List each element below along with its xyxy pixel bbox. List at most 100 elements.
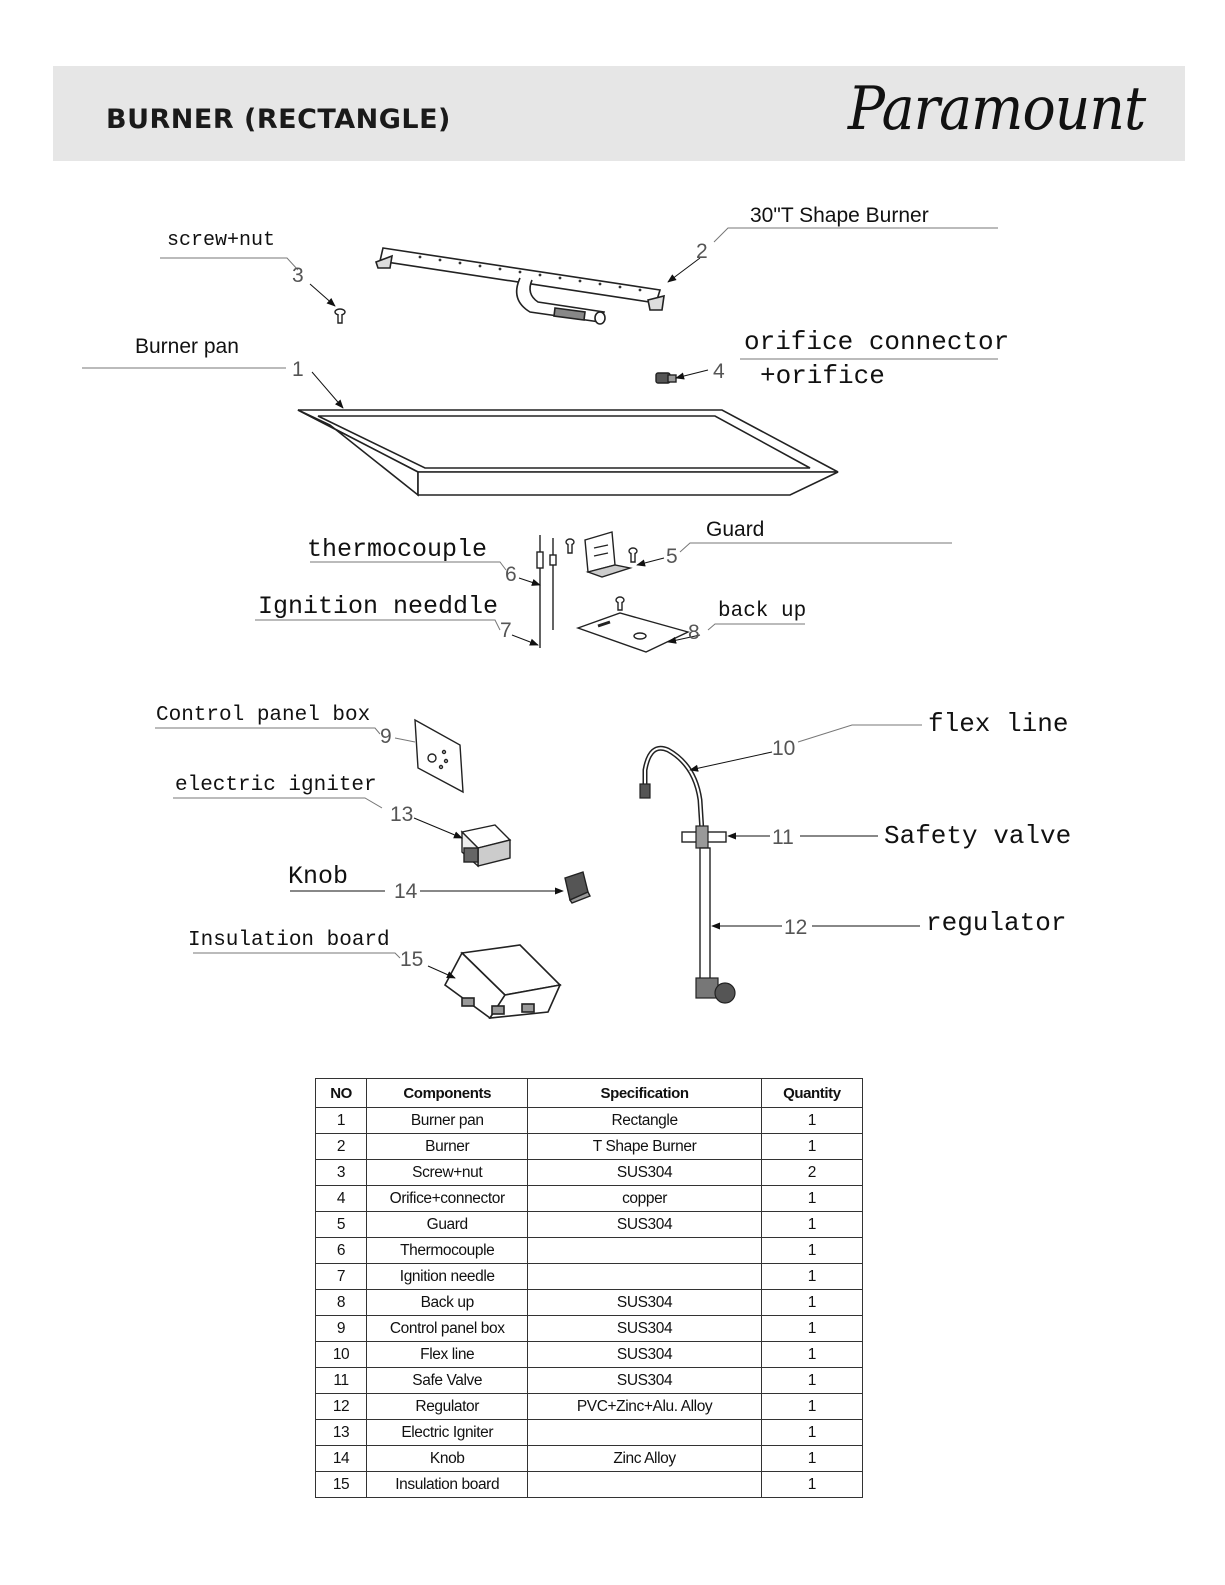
cell-specification: Zinc Alloy [527,1445,762,1472]
cell-component: Electric Igniter [366,1419,529,1446]
cell-specification: SUS304 [527,1315,762,1342]
callout-number: 13 [390,803,413,826]
back-up-plate-drawing [575,596,690,653]
cell-quantity: 1 [760,1367,864,1394]
cell-specification [527,1263,762,1290]
cell-specification: SUS304 [527,1341,762,1368]
cell-component: Insulation board [366,1471,529,1498]
cell-quantity: 1 [760,1419,864,1446]
cell-specification: T Shape Burner [527,1133,762,1160]
burner-pan-drawing [297,409,839,497]
burner-port-holes [418,255,642,292]
label-orifice-connector: orifice connector [744,327,1009,357]
callout-labels: Burner pan 30"T Shape Burner screw+nut o… [135,204,1071,952]
cell-quantity: 2 [760,1159,864,1186]
cell-specification [527,1419,762,1446]
orifice-connector-drawing [655,372,677,384]
cell-component: Regulator [366,1393,529,1420]
label-safety-valve: Safety valve [884,821,1071,851]
cell-quantity: 1 [760,1315,864,1342]
label-back-up: back up [718,600,806,623]
cell-component: Safe Valve [366,1367,529,1394]
cell-quantity: 1 [760,1341,864,1368]
cell-component: Control panel box [366,1315,529,1342]
cell-component: Burner [366,1133,529,1160]
callout-number: 3 [292,264,304,287]
label-regulator: regulator [926,908,1066,938]
cell-component: Thermocouple [366,1237,529,1264]
cell-no: 9 [314,1315,368,1342]
callout-number: 9 [380,725,392,748]
header-no: NO [314,1078,368,1108]
cell-quantity: 1 [760,1289,864,1316]
electric-igniter-drawing [460,824,512,868]
cell-specification: Rectangle [527,1107,762,1134]
callout-number: 1 [292,358,304,381]
label-t-shape-burner: 30"T Shape Burner [750,204,929,227]
cell-no: 2 [314,1133,368,1160]
cell-specification [527,1471,762,1498]
label-thermocouple: thermocouple [307,535,487,564]
gas-line-assembly-drawing [639,745,736,1004]
cell-no: 4 [314,1185,368,1212]
cell-component: Knob [366,1445,529,1472]
cell-component: Back up [366,1289,529,1316]
cell-quantity: 1 [760,1107,864,1134]
callout-number: 4 [713,360,725,383]
cell-no: 13 [314,1419,368,1446]
cell-specification: PVC+Zinc+Alu. Alloy [527,1393,762,1420]
cell-specification: SUS304 [527,1159,762,1186]
cell-component: Guard [366,1211,529,1238]
cell-no: 8 [314,1289,368,1316]
callout-numbers: 1 2 3 4 5 6 7 8 9 10 11 12 13 14 15 [292,240,807,971]
callout-number: 15 [400,948,423,971]
cell-specification: SUS304 [527,1211,762,1238]
control-panel-box-drawing [414,718,464,794]
cell-specification: SUS304 [527,1367,762,1394]
insulation-board-drawing [443,944,562,1020]
page-title: BURNER (RECTANGLE) [106,104,451,135]
screw-drawing [334,308,346,324]
label-flex-line: flex line [928,709,1068,739]
callout-number: 7 [500,619,512,642]
leader-lines [82,227,998,979]
page-header: BURNER (RECTANGLE) Paramount [53,66,1185,161]
label-insulation-board: Insulation board [188,929,390,952]
cell-no: 5 [314,1211,368,1238]
cell-no: 6 [314,1237,368,1264]
label-electric-igniter: electric igniter [175,774,377,797]
table-header-row: NO Components Specification Quantity [314,1078,864,1108]
cell-no: 1 [314,1107,368,1134]
callout-number: 12 [784,916,807,939]
cell-component: Flex line [366,1341,529,1368]
header-specification: Specification [527,1078,762,1108]
exploded-parts-diagram: 1 2 3 4 5 6 7 8 9 10 11 12 13 14 15 Burn… [82,204,1071,1020]
cell-quantity: 1 [760,1445,864,1472]
label-control-panel-box: Control panel box [156,704,370,727]
burner-tube-drawing [374,247,665,325]
cell-specification: SUS304 [527,1289,762,1316]
cell-quantity: 1 [760,1393,864,1420]
knob-drawing [564,871,591,904]
label-ignition-needle: Ignition needdle [258,592,498,621]
header-components: Components [366,1078,529,1108]
guard-drawing [565,531,638,578]
callout-number: 14 [394,880,418,903]
cell-component: Ignition needle [366,1263,529,1290]
cell-quantity: 1 [760,1211,864,1238]
brand-logo: Paramount [847,74,1146,144]
cell-no: 7 [314,1263,368,1290]
